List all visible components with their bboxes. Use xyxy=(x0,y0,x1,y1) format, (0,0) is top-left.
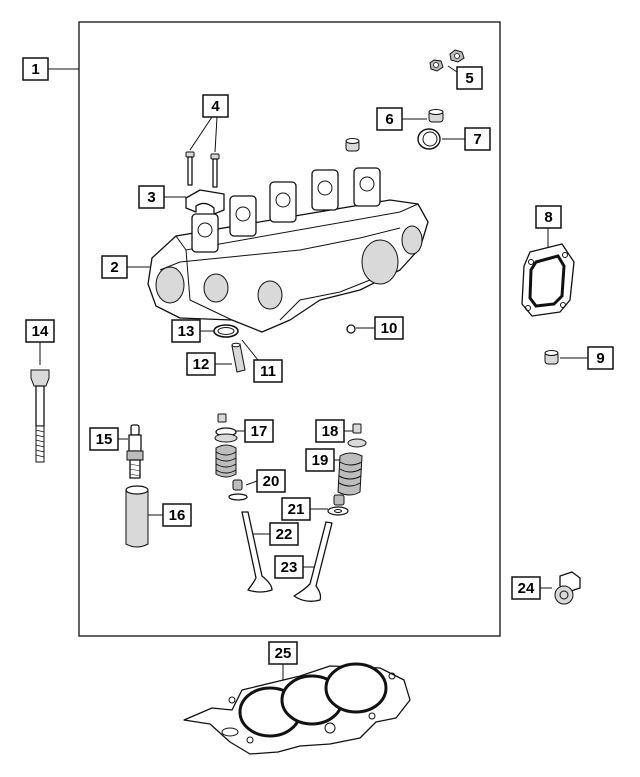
callout-1-label: 1 xyxy=(31,61,39,78)
callout-5[interactable]: 5 xyxy=(447,65,483,90)
callout-4-label: 4 xyxy=(211,98,220,115)
exhaust-stem-seal-icon xyxy=(333,494,345,506)
callout-15[interactable]: 15 xyxy=(89,427,128,451)
valve-seal-ring-icon xyxy=(213,324,239,338)
intake-valve-icon xyxy=(241,511,273,593)
callout-9-label: 9 xyxy=(596,350,604,367)
valve-guide-icon xyxy=(231,342,246,373)
callout-20-label: 20 xyxy=(263,473,280,490)
callout-5-label: 5 xyxy=(465,70,473,87)
callout-23[interactable]: 23 xyxy=(274,555,318,579)
callout-8-label: 8 xyxy=(544,209,552,226)
dowel-plug-icon xyxy=(544,350,559,365)
plug-icon xyxy=(345,138,360,152)
callout-12[interactable]: 12 xyxy=(186,352,232,376)
callout-10-label: 10 xyxy=(381,320,398,337)
callout-4[interactable]: 4 xyxy=(189,94,229,153)
callout-9[interactable]: 9 xyxy=(560,346,614,370)
callout-6-label: 6 xyxy=(385,111,393,128)
callout-3[interactable]: 3 xyxy=(138,185,186,209)
seal-ring-icon xyxy=(417,128,441,150)
callout-18[interactable]: 18 xyxy=(315,419,354,443)
callout-11[interactable]: 11 xyxy=(241,339,283,383)
nut-icon xyxy=(429,49,465,72)
callout-21-label: 21 xyxy=(288,501,305,518)
cup-plug-icon xyxy=(428,109,444,123)
spark-plug-tube-icon xyxy=(125,485,149,548)
callout-17-label: 17 xyxy=(251,423,268,440)
spark-plug-icon xyxy=(126,424,144,479)
valve-stem-seal-icon xyxy=(228,479,248,501)
callout-14-label: 14 xyxy=(32,323,49,340)
valve-spring-retainer-icon xyxy=(214,413,238,443)
cam-tower-icon xyxy=(191,167,381,253)
head-gasket-icon xyxy=(183,662,411,755)
callout-2-label: 2 xyxy=(110,259,118,276)
callout-16-label: 16 xyxy=(169,507,186,524)
callout-10[interactable]: 10 xyxy=(356,316,404,340)
camshaft-cap-icon xyxy=(185,189,225,215)
callout-11-label: 11 xyxy=(260,363,276,380)
o-ring-icon xyxy=(346,324,356,334)
callout-22[interactable]: 22 xyxy=(252,522,299,546)
callout-13[interactable]: 13 xyxy=(171,319,215,343)
cylinder-head-icon xyxy=(147,167,429,333)
exhaust-valve-icon xyxy=(293,521,333,602)
callout-25-label: 25 xyxy=(275,645,292,662)
callout-19-label: 19 xyxy=(312,452,329,469)
callout-23-label: 23 xyxy=(281,559,298,576)
assembly-frame xyxy=(78,21,501,637)
callout-14[interactable]: 14 xyxy=(25,319,55,365)
callout-20[interactable]: 20 xyxy=(245,469,286,493)
callout-2[interactable]: 2 xyxy=(101,255,152,279)
callout-12-label: 12 xyxy=(193,356,210,373)
callout-19[interactable]: 19 xyxy=(305,448,342,472)
callout-24[interactable]: 24 xyxy=(511,576,552,600)
callout-16[interactable]: 16 xyxy=(148,503,192,527)
callout-8[interactable]: 8 xyxy=(535,205,562,248)
exhaust-retainer-icon xyxy=(347,423,367,448)
callout-17[interactable]: 17 xyxy=(232,419,274,443)
callout-15-label: 15 xyxy=(96,431,113,448)
callout-7[interactable]: 7 xyxy=(442,127,491,151)
callout-3-label: 3 xyxy=(147,189,155,206)
bolt-icon xyxy=(185,151,220,188)
callout-22-label: 22 xyxy=(276,526,293,543)
callout-21[interactable]: 21 xyxy=(281,497,328,521)
callout-24-label: 24 xyxy=(518,580,535,597)
exhaust-valve-spring-icon xyxy=(337,452,363,496)
callout-6[interactable]: 6 xyxy=(376,107,427,131)
head-bolt-icon xyxy=(30,369,50,463)
valve-spring-icon xyxy=(215,444,237,478)
callout-13-label: 13 xyxy=(178,323,195,340)
gasket-icon xyxy=(521,243,575,317)
callout-25[interactable]: 25 xyxy=(268,641,298,690)
callout-18-label: 18 xyxy=(322,423,339,440)
spring-seat-washer-icon xyxy=(327,506,349,516)
callout-7-label: 7 xyxy=(473,131,481,148)
callout-1[interactable]: 1 xyxy=(22,57,79,81)
threaded-plug-icon xyxy=(554,571,581,605)
